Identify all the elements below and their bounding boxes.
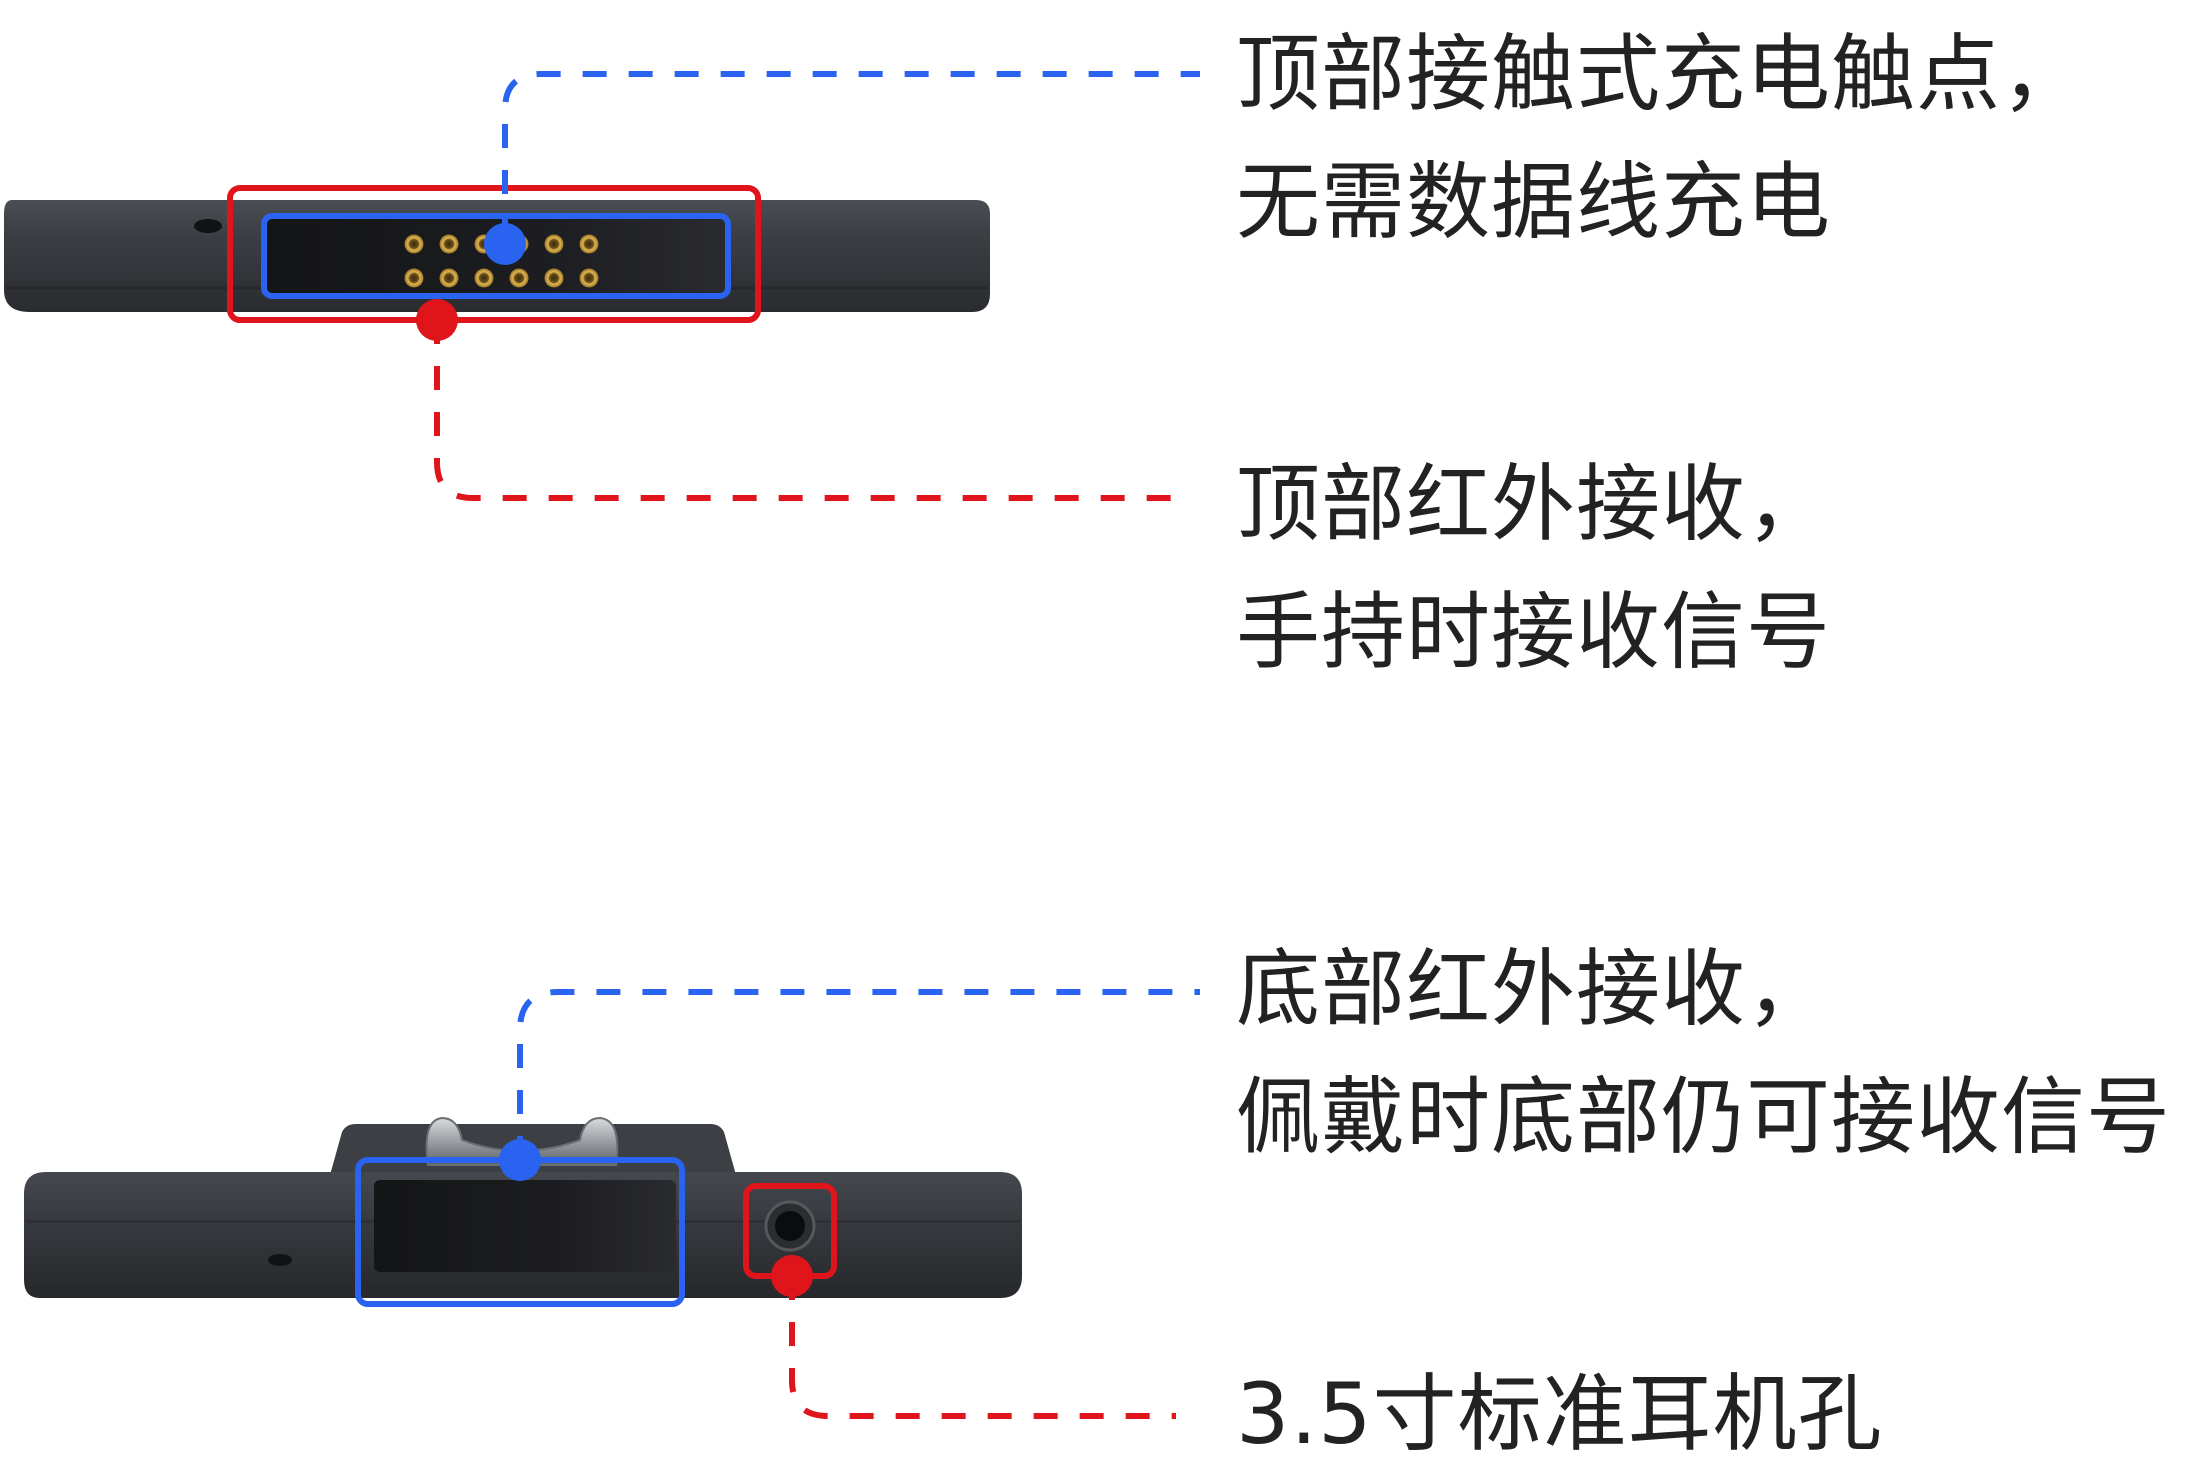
device-bottom-mic-hole (268, 1254, 292, 1266)
charging-pin (404, 268, 424, 288)
charging-pin (439, 234, 459, 254)
charging-pin (474, 268, 494, 288)
top-ir-marker-dot (416, 299, 458, 341)
charging-pin (544, 268, 564, 288)
headphone-marker-dot (771, 1255, 813, 1297)
headphone-jack-hole (775, 1211, 805, 1241)
device-top-edge-view (4, 71, 1200, 501)
charging-pin (404, 234, 424, 254)
callout-top-ir-line2: 手持时接收信号 (1236, 583, 1832, 681)
charging-pin (439, 268, 459, 288)
device-top-mic-hole (194, 219, 222, 233)
charging-pin (579, 268, 599, 288)
top-charging-marker-dot (484, 223, 526, 265)
callout-headphone-jack: 3.5寸标准耳机孔 (1236, 1350, 1883, 1478)
headphone-leader-line (789, 1276, 1176, 1419)
top-charging-highlight-box (261, 213, 731, 299)
callout-top-ir-receiver: 顶部红外接收， 手持时接收信号 (1236, 440, 1831, 696)
device-bottom-edge-view (24, 989, 1200, 1419)
charging-pin (509, 268, 529, 288)
bottom-ir-marker-dot (499, 1139, 541, 1181)
charging-pin (579, 234, 599, 254)
callout-top-charging-contacts: 顶部接触式充电触点， 无需数据线充电 (1236, 10, 2086, 266)
callout-bottom-ir-line2: 佩戴时底部仍可接收信号 (1236, 1068, 2172, 1166)
callout-top-charging-line1: 顶部接触式充电触点， (1236, 25, 2087, 123)
callout-headphone-line1: 3.5寸标准耳机孔 (1236, 1365, 1883, 1463)
callout-bottom-ir-receiver: 底部红外接收， 佩戴时底部仍可接收信号 (1236, 925, 2171, 1181)
bottom-ir-leader-line (517, 989, 1200, 1160)
top-ir-leader-line (434, 320, 1176, 501)
callout-top-ir-line1: 顶部红外接收， (1236, 455, 1832, 553)
charging-pin (544, 234, 564, 254)
callout-bottom-ir-line1: 底部红外接收， (1236, 940, 1832, 1038)
top-charging-leader-line (502, 71, 1200, 240)
callout-top-charging-line2: 无需数据线充电 (1236, 153, 1832, 251)
bottom-ir-window (374, 1180, 676, 1272)
top-ir-highlight-box (227, 185, 761, 323)
